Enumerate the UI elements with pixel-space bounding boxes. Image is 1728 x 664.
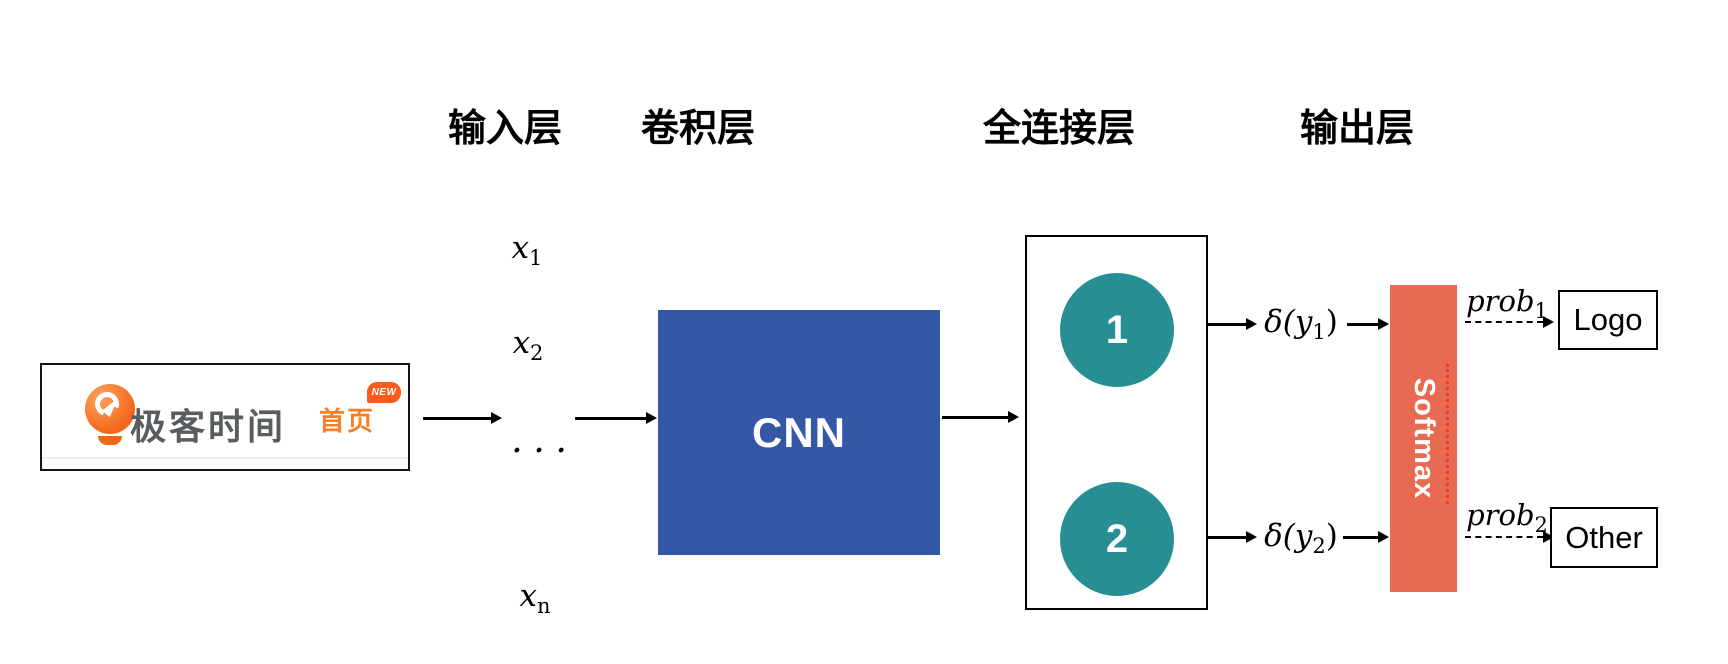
delta-y2: δ(y2) <box>1264 518 1338 559</box>
delta-y1: δ(y1) <box>1264 304 1338 345</box>
class-box-logo: Logo <box>1558 290 1658 350</box>
input-node-x1: x1 <box>511 230 543 271</box>
input-image-banner: 极客时间 首页 NEW <box>40 363 410 471</box>
arrow-image-to-input <box>423 417 491 420</box>
prob-2-label: prob2 <box>1466 498 1548 537</box>
arrow-fc2-to-delta2 <box>1208 536 1246 539</box>
arrow-input-to-cnn <box>575 417 646 420</box>
fc-layer-box: 1 2 <box>1025 235 1208 610</box>
input-nodes-ellipsis: . . . <box>512 429 568 459</box>
arrow-softmax-to-other <box>1465 536 1543 538</box>
softmax-dotted-line <box>1446 364 1449 504</box>
fc-node-1: 1 <box>1060 273 1174 387</box>
class-other-label: Other <box>1565 519 1643 555</box>
cnn-box: CNN <box>658 310 940 555</box>
input-node-x2: x2 <box>512 325 544 366</box>
softmax-label: Softmax <box>1408 377 1440 500</box>
softmax-bar: Softmax <box>1390 285 1457 592</box>
arrow-softmax-to-logo <box>1465 321 1543 323</box>
fc-node-2: 2 <box>1060 482 1174 596</box>
label-fc-layer: 全连接层 <box>982 108 1136 150</box>
nav-home-link: 首页 <box>319 406 376 436</box>
geektime-logo-icon <box>85 384 135 434</box>
prob-1-label: prob1 <box>1466 284 1548 323</box>
label-input-layer: 输入层 <box>447 108 563 150</box>
arrow-delta2-to-softmax <box>1343 536 1378 539</box>
page-strip <box>42 457 408 469</box>
brand-name: 极客时间 <box>130 406 287 447</box>
cnn-label: CNN <box>752 408 846 456</box>
arrow-delta1-to-softmax <box>1347 323 1378 326</box>
input-node-xn: xn <box>519 578 551 619</box>
arrow-cnn-to-fc <box>942 416 1008 419</box>
label-conv-layer: 卷积层 <box>640 108 756 150</box>
class-logo-label: Logo <box>1573 302 1643 337</box>
arrow-fc1-to-delta1 <box>1208 323 1246 326</box>
class-box-other: Other <box>1550 507 1658 568</box>
new-badge: NEW <box>367 382 401 403</box>
logo-tail-shape <box>98 436 122 445</box>
label-output-layer: 输出层 <box>1299 108 1415 150</box>
